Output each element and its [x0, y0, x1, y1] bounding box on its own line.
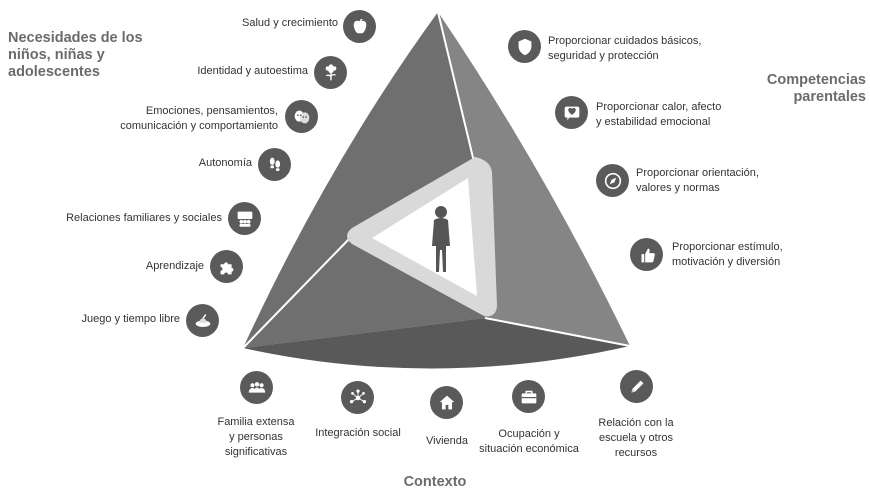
pencil-icon — [620, 370, 653, 403]
child-icon — [432, 206, 450, 272]
briefcase-icon — [512, 380, 545, 413]
masks-icon — [285, 100, 318, 133]
flower-icon — [314, 56, 347, 89]
context-label-housing: Vivienda — [426, 435, 468, 447]
inner-triangle-core — [372, 178, 477, 296]
footprints-icon — [258, 148, 291, 181]
competencies-heading-line-2: parentales — [793, 89, 866, 105]
competency-label-care: Proporcionar cuidados básicos, seguridad… — [548, 35, 702, 62]
needs-heading-line-1: Necesidades de los — [8, 30, 143, 46]
context-label-occupation: Ocupación y situación económica — [479, 428, 579, 455]
competencies-heading-line-1: Competencias — [766, 72, 866, 88]
context-label-school: Relación con la escuela y otros recursos — [598, 417, 674, 459]
people-board-icon — [228, 202, 261, 235]
needs-heading-line-2: niños, niñas y — [8, 47, 105, 63]
compass-icon — [596, 164, 629, 197]
thumbs-up-icon — [630, 238, 663, 271]
need-label-health: Salud y crecimiento — [242, 17, 338, 29]
context-label-integration: Integración social — [315, 427, 401, 439]
puzzle-icon — [210, 250, 243, 283]
need-label-autonomy: Autonomía — [198, 157, 252, 169]
need-label-identity: Identidad y autoestima — [197, 65, 308, 77]
needs-heading: Necesidades de los niños, niñas y adoles… — [8, 30, 143, 81]
toy-icon — [186, 304, 219, 337]
need-label-emotions: Emociones, pensamientos, comunicación y … — [120, 105, 278, 132]
house-icon — [430, 386, 463, 419]
context-label-family: Familia extensa y personas significativa… — [217, 416, 295, 458]
context-face — [243, 318, 630, 369]
competency-label-stimulus: Proporcionar estímulo, motivación y dive… — [672, 241, 783, 268]
needs-heading-line-3: adolescentes — [8, 64, 100, 80]
competency-label-affection: Proporcionar calor, afecto y estabilidad… — [596, 101, 722, 128]
need-label-play: Juego y tiempo libre — [81, 313, 180, 325]
competencies-heading: Competencias parentales — [740, 72, 866, 106]
heart-message-icon — [555, 96, 588, 129]
network-icon — [341, 381, 374, 414]
family-icon — [240, 371, 273, 404]
need-label-relations: Relaciones familiares y sociales — [66, 212, 222, 224]
need-label-learning: Aprendizaje — [145, 260, 204, 272]
competency-label-guidance: Proporcionar orientación, valores y norm… — [636, 167, 759, 194]
shield-icon — [508, 30, 541, 63]
apple-icon — [343, 10, 376, 43]
context-heading: Contexto — [403, 474, 467, 490]
